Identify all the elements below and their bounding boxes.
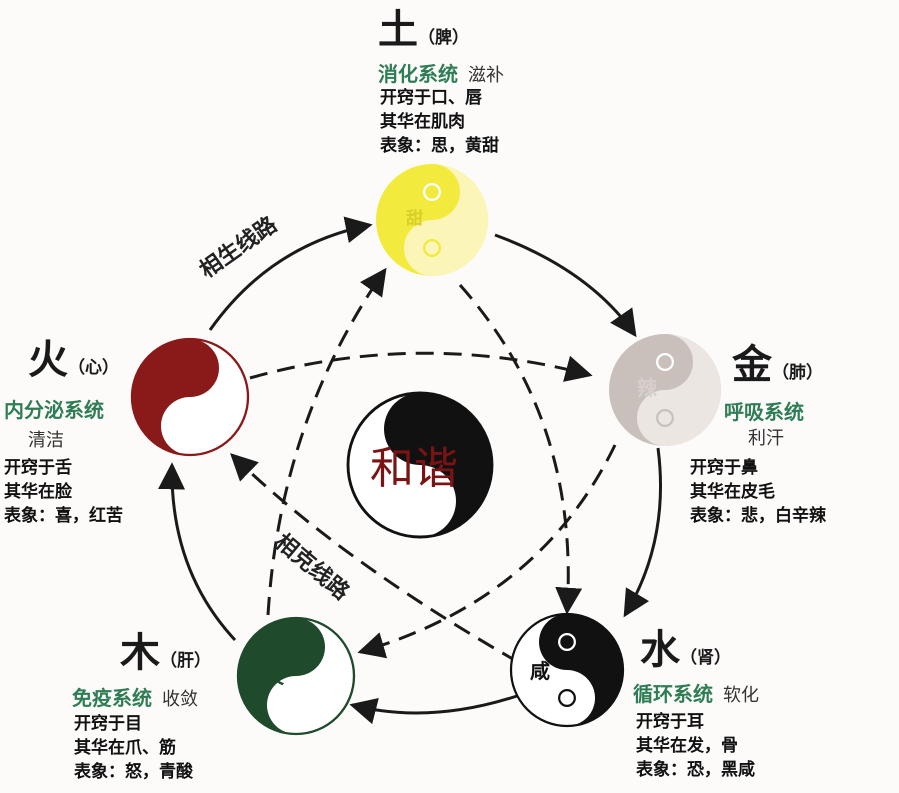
metal-line-3: 表象：悲，白辛辣 bbox=[690, 506, 826, 526]
wood-line-3: 表象：怒，青酸 bbox=[74, 762, 193, 782]
fire-line-2: 其华在脸 bbox=[4, 482, 72, 502]
wood-line-1: 开窍于目 bbox=[74, 714, 142, 734]
wood-element: 木 bbox=[120, 630, 160, 676]
yinyang-wood bbox=[236, 616, 356, 736]
arrow-earth-to-water bbox=[458, 284, 583, 615]
water-line-2: 其华在发，骨 bbox=[636, 736, 738, 756]
fire-system: 内分泌系统 bbox=[4, 398, 104, 422]
wood-header: 木（肝） bbox=[120, 633, 211, 673]
metal-system: 呼吸系统 bbox=[724, 400, 804, 424]
water-organ: （肾） bbox=[680, 648, 731, 668]
earth-line-1: 开窍于口、唇 bbox=[380, 88, 482, 108]
taste-earth: 甜 bbox=[406, 209, 423, 229]
water-line-1: 开窍于耳 bbox=[636, 712, 704, 732]
water-action: 软化 bbox=[723, 685, 759, 706]
center-label: 和谐 bbox=[370, 443, 458, 494]
arrow-fire-to-earth bbox=[208, 216, 373, 331]
wood-organ: （肝） bbox=[160, 651, 211, 671]
earth-header: 土（脾） bbox=[378, 10, 469, 50]
metal-description: 开窍于鼻 其华在皮毛 表象：悲，白辛辣 bbox=[690, 456, 826, 528]
fire-action: 清洁 bbox=[28, 430, 64, 451]
fire-line-1: 开窍于舌 bbox=[4, 458, 72, 478]
earth-element: 土 bbox=[378, 7, 418, 53]
earth-system: 消化系统滋补 bbox=[378, 58, 504, 87]
water-header: 水（肾） bbox=[640, 630, 731, 670]
taste-fire: 苦 bbox=[150, 377, 173, 402]
wood-description: 开窍于目 其华在爪、筋 表象：怒，青酸 bbox=[74, 712, 193, 784]
water-element: 水 bbox=[640, 627, 680, 673]
yinyang-metal bbox=[609, 334, 721, 446]
metal-line-2: 其华在皮毛 bbox=[690, 482, 775, 502]
yinyang-center bbox=[346, 391, 494, 539]
arrow-water-to-wood bbox=[349, 693, 521, 725]
overcoming-cycle-arrows bbox=[230, 267, 617, 664]
earth-organ: （脾） bbox=[418, 28, 469, 48]
water-system: 循环系统软化 bbox=[633, 678, 759, 707]
water-description: 开窍于耳 其华在发，骨 表象：恐，黑咸 bbox=[636, 710, 755, 782]
taste-water: 咸 bbox=[530, 659, 550, 683]
fire-element: 火 bbox=[28, 337, 68, 383]
earth-line-3: 表象：思，黄甜 bbox=[380, 136, 499, 156]
arrow-wood-to-earth bbox=[266, 267, 387, 616]
fire-organ: （心） bbox=[68, 358, 119, 378]
fire-line-3: 表象：喜，红苦 bbox=[4, 506, 123, 526]
metal-organ: （肺） bbox=[772, 363, 823, 383]
metal-line-1: 开窍于鼻 bbox=[690, 458, 758, 478]
wood-system-name: 免疫系统 bbox=[72, 686, 152, 710]
arrow-fire-to-metal bbox=[249, 351, 593, 382]
earth-description: 开窍于口、唇 其华在肌肉 表象：思，黄甜 bbox=[380, 86, 499, 158]
yinyang-water bbox=[509, 612, 625, 728]
arrow-water-to-fire bbox=[230, 453, 519, 664]
yinyang-earth bbox=[376, 164, 488, 276]
metal-element: 金 bbox=[732, 342, 772, 388]
metal-header: 金（肺） bbox=[732, 345, 823, 385]
generating-cycle-arrows bbox=[158, 216, 663, 725]
fire-header: 火（心） bbox=[28, 340, 119, 380]
arrow-metal-to-water bbox=[623, 447, 663, 618]
water-line-3: 表象：恐，黑咸 bbox=[636, 760, 755, 780]
wood-action: 收敛 bbox=[162, 689, 198, 710]
metal-action: 利汗 bbox=[748, 428, 784, 449]
arrow-wood-to-fire bbox=[158, 462, 237, 642]
taste-metal: 辣 bbox=[637, 376, 657, 400]
wood-line-2: 其华在爪、筋 bbox=[74, 738, 176, 758]
yinyang-fire bbox=[130, 337, 250, 457]
earth-system-name: 消化系统 bbox=[378, 62, 458, 86]
earth-action: 滋补 bbox=[468, 65, 504, 86]
wood-system: 免疫系统收敛 bbox=[72, 682, 198, 711]
arrow-metal-to-wood bbox=[357, 444, 617, 659]
water-system-name: 循环系统 bbox=[633, 682, 713, 706]
arrow-earth-to-metal bbox=[494, 233, 637, 338]
earth-line-2: 其华在肌肉 bbox=[380, 112, 465, 132]
fire-description: 开窍于舌 其华在脸 表象：喜，红苦 bbox=[4, 456, 123, 528]
taste-wood: 酸 bbox=[262, 664, 285, 689]
